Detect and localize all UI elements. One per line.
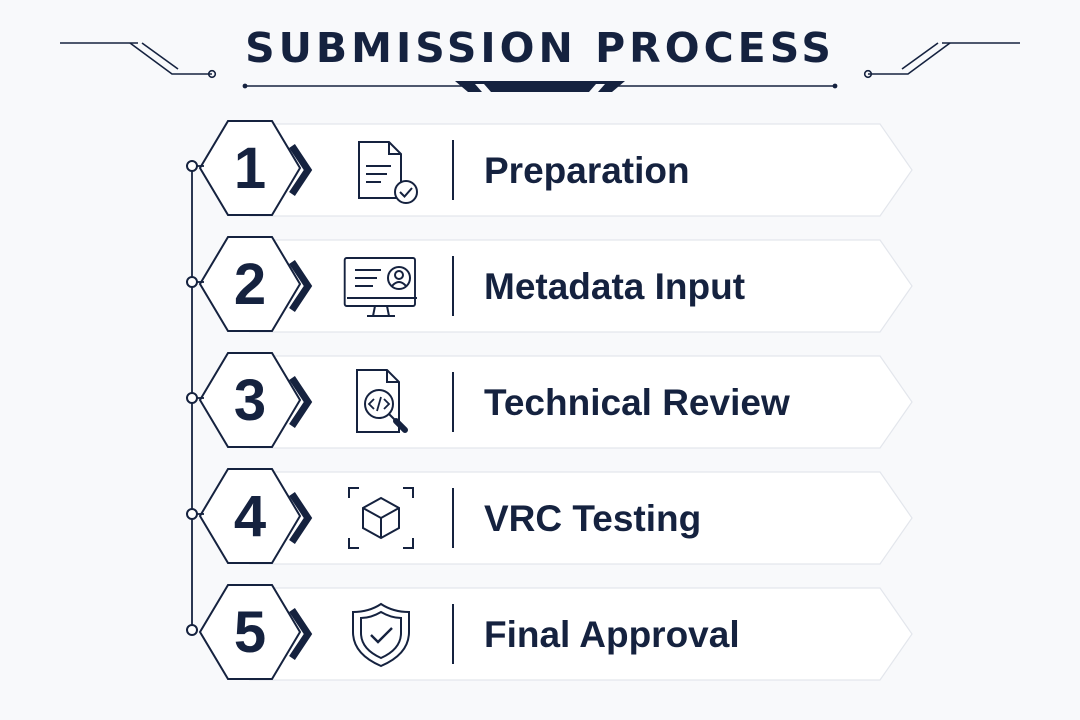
step-1: 1 Preparation [0, 120, 1080, 220]
page-title: SUBMISSION PROCESS [245, 24, 835, 72]
step-2: 2 Metadata Input [0, 236, 1080, 336]
step-3: 3 Technical Review [0, 352, 1080, 452]
step-panel [186, 352, 913, 449]
cube-scan-icon [343, 484, 419, 554]
step-number: 3 [233, 368, 267, 433]
step-panel [186, 584, 913, 681]
step-label: Preparation [484, 150, 690, 191]
title-header: SUBMISSION PROCESS [0, 0, 1080, 110]
step-number: 1 [233, 136, 267, 201]
step-number: 4 [233, 484, 267, 549]
step-panel [186, 468, 913, 565]
step-number: 5 [233, 600, 267, 665]
monitor-profile-icon [343, 252, 419, 322]
code-search-icon [343, 368, 419, 438]
step-label: Final Approval [484, 614, 740, 655]
step-5: 5 Final Approval [0, 584, 1080, 684]
step-number: 2 [233, 252, 267, 317]
step-label: VRC Testing [484, 498, 702, 539]
step-label: Technical Review [484, 382, 790, 423]
step-label: Metadata Input [484, 266, 746, 307]
shield-check-icon [343, 600, 419, 670]
title-ornament [60, 42, 1020, 92]
step-4: 4 VRC Testing [0, 468, 1080, 568]
document-check-icon [343, 136, 419, 206]
